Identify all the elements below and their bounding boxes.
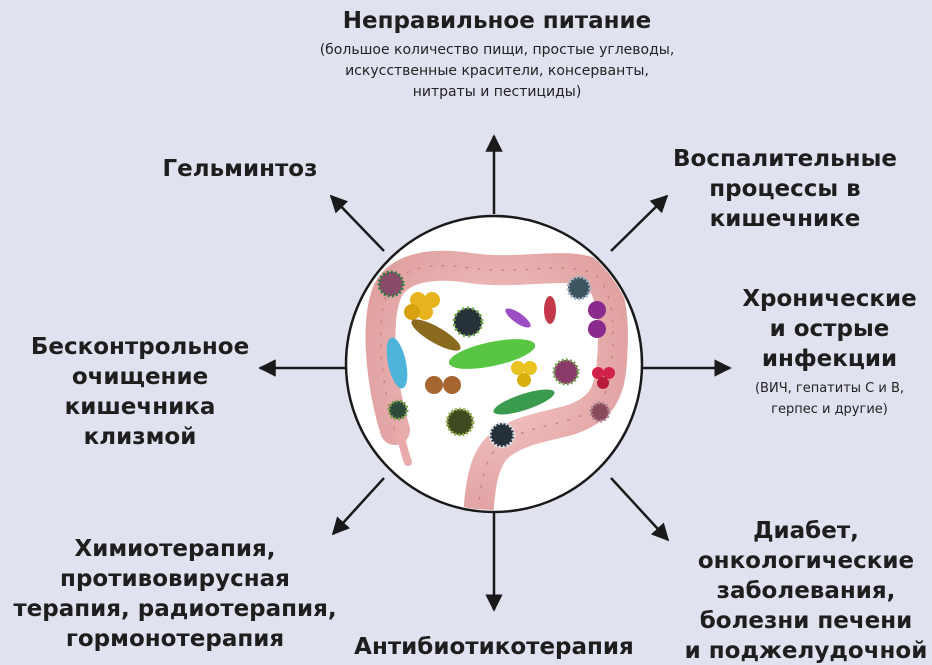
- arrow-bottom-right: [611, 478, 668, 540]
- virus-icon: [447, 409, 473, 435]
- virus-icon: [389, 401, 407, 419]
- cause-top-left: Гельминтоз: [140, 154, 340, 184]
- cause-top-subtitle: (большое количество пищи, простые углево…: [247, 40, 747, 103]
- cause-top: Неправильное питание (большое количество…: [247, 6, 747, 103]
- cause-right: Хронические и острые инфекции (ВИЧ, гепа…: [727, 284, 932, 420]
- virus-icon: [454, 308, 482, 336]
- virus-icon: [379, 272, 403, 296]
- cause-top-right-title: Воспалительные процессы в кишечнике: [673, 146, 897, 232]
- cause-bottom-left: Химиотерапия, противовирусная терапия, р…: [2, 504, 348, 654]
- cause-bottom-title: Антибиотикотерапия: [354, 634, 634, 660]
- virus-icon: [490, 423, 514, 447]
- cause-bottom: Антибиотикотерапия: [344, 632, 644, 662]
- cause-right-title: Хронические и острые инфекции: [742, 286, 916, 372]
- cause-top-left-title: Гельминтоз: [163, 156, 318, 182]
- red-bacterium-icon: [544, 296, 556, 324]
- cause-top-right: Воспалительные процессы в кишечнике: [665, 114, 905, 234]
- virus-icon: [568, 277, 590, 299]
- cause-left-title: Бесконтрольное очищение кишечника клизмо…: [31, 334, 249, 450]
- arrow-top-left: [331, 196, 384, 251]
- cause-bottom-left-title: Химиотерапия, противовирусная терапия, р…: [13, 536, 336, 652]
- cause-top-title: Неправильное питание: [343, 8, 652, 34]
- cause-right-subtitle: (ВИЧ, гепатиты С и В, герпес и другие): [727, 378, 932, 420]
- arrow-top-right: [611, 196, 667, 251]
- virus-icon: [554, 360, 578, 384]
- cause-left: Бесконтрольное очищение кишечника клизмо…: [20, 302, 260, 452]
- cause-bottom-right: Диабет, онкологические заболевания, боле…: [680, 486, 932, 665]
- virus-icon: [591, 403, 609, 421]
- cause-bottom-right-title: Диабет, онкологические заболевания, боле…: [685, 518, 928, 665]
